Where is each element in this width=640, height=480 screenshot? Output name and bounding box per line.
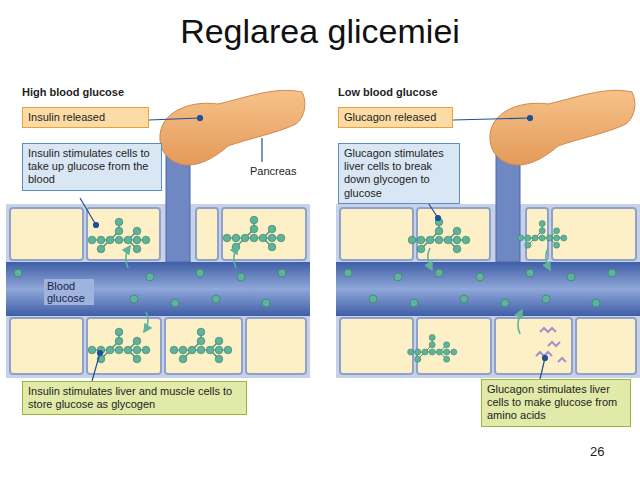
hormone-box: Glucagon released [338,107,453,128]
glucose-dot [501,299,509,307]
slide-title: Reglarea glicemiei [0,12,640,51]
glucose-dot [196,269,204,277]
glucose-dot [130,295,138,303]
glucose-dot [435,269,443,277]
glucose-dot [542,295,550,303]
box-text: Glucagon stimulates liver cells to make … [482,380,630,426]
organ-label: Pancreas [250,165,296,177]
effect-box: Insulin stimulates liver and muscle cell… [22,381,247,415]
box-text: Insulin released [23,108,148,127]
vessel-label: Blood glucose [44,279,94,305]
glucose-dot [171,299,179,307]
box-text: Glucagon stimulates liver cells to break… [339,144,459,203]
effect-box: Glucagon stimulates liver cells to make … [481,379,631,427]
glucose-dot [608,269,616,277]
glucose-dot [262,299,270,307]
glucose-dot [369,295,377,303]
box-text: Insulin stimulates liver and muscle cell… [23,382,246,414]
glucose-dot [237,273,245,281]
glucose-dot [460,295,468,303]
glucose-dot [410,299,418,307]
glucose-dot [592,299,600,307]
panel-heading: Low blood glucose [338,86,438,98]
glucose-dot [344,269,352,277]
glucose-dot [14,269,22,277]
effect-box: Insulin stimulates cells to take up gluc… [22,143,162,191]
hormone-box: Insulin released [22,107,149,128]
box-text: Insulin stimulates cells to take up gluc… [23,144,161,190]
glucose-dot [526,269,534,277]
glucose-dot [278,269,286,277]
glucose-dot [567,273,575,281]
box-text: Glucagon released [339,108,452,127]
glucose-dot [394,273,402,281]
glucose-dot [476,273,484,281]
page-number: 26 [590,444,604,459]
glucose-dot [212,295,220,303]
panel-heading: High blood glucose [22,86,124,98]
glucose-dot [146,273,154,281]
effect-box: Glucagon stimulates liver cells to break… [338,143,460,204]
